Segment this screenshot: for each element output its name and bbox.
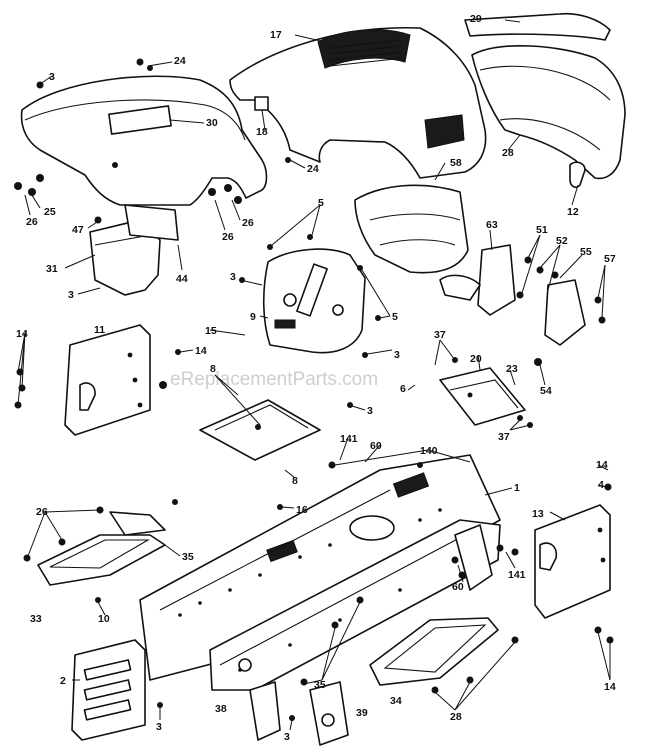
label-26-c: 26	[242, 217, 254, 229]
part-140-bracket	[454, 524, 493, 591]
label-14-b: 14	[195, 345, 207, 357]
part-heat-shield	[354, 184, 469, 274]
label-9: 9	[250, 311, 256, 323]
label-17: 17	[270, 29, 282, 41]
label-33: 33	[30, 613, 42, 625]
label-37-b: 37	[498, 431, 510, 443]
label-12: 12	[567, 206, 579, 218]
label-141-b: 141	[508, 569, 526, 581]
label-39: 39	[356, 707, 368, 719]
part-grille-shell	[464, 12, 626, 180]
watermark: eReplacementParts.com	[170, 369, 378, 390]
label-26-b: 26	[222, 231, 234, 243]
label-11: 11	[94, 324, 105, 336]
label-28: 28	[502, 147, 514, 159]
label-58: 58	[450, 157, 462, 169]
label-3-c: 3	[230, 271, 236, 283]
label-34: 34	[390, 695, 402, 707]
label-26-d: 26	[36, 506, 48, 518]
label-10: 10	[98, 613, 110, 625]
part-12-bracket	[569, 161, 586, 188]
label-5: 5	[318, 197, 324, 209]
label-30: 30	[206, 117, 218, 129]
label-60: 60	[370, 440, 382, 452]
part-38-bracket	[249, 681, 281, 741]
label-63: 63	[486, 219, 498, 231]
label-8-b: 8	[292, 475, 298, 487]
label-28-b: 28	[450, 711, 462, 723]
label-14-d: 14	[604, 681, 616, 693]
label-24: 24	[174, 55, 186, 67]
label-18: 18	[256, 126, 268, 138]
label-29: 29	[470, 13, 482, 25]
label-35: 35	[182, 551, 194, 563]
label-1: 1	[514, 482, 520, 494]
part-63-lever	[439, 274, 481, 301]
label-37: 37	[434, 329, 446, 341]
label-51: 51	[536, 224, 548, 236]
label-54: 54	[540, 385, 552, 397]
label-52: 52	[556, 235, 568, 247]
label-14: 14	[16, 328, 28, 340]
part-dash-panel	[262, 248, 366, 354]
part-hood	[229, 26, 487, 179]
part-main-frame	[139, 454, 501, 691]
label-141: 141	[340, 433, 358, 445]
label-24-b: 24	[307, 163, 319, 175]
label-25: 25	[44, 206, 56, 218]
part-55-bracket	[544, 279, 586, 346]
label-4: 4	[598, 479, 604, 491]
part-right-side-panel	[534, 504, 611, 619]
leader-lines	[17, 19, 611, 731]
label-140: 140	[420, 445, 438, 457]
label-3-g: 3	[284, 731, 290, 743]
label-57: 57	[604, 253, 616, 265]
label-3-e: 3	[367, 405, 373, 417]
label-3-f: 3	[156, 721, 162, 733]
label-14-c: 14	[596, 459, 608, 471]
part-dash-cover	[20, 75, 268, 206]
callout-labels: 3 24 30 17 18 29 28 12 24 58 26 25 26 26…	[16, 13, 616, 743]
label-3: 3	[49, 71, 55, 83]
part-left-side-panel	[64, 324, 151, 436]
label-2: 2	[60, 675, 66, 687]
label-60-b: 60	[452, 581, 464, 593]
part-20-bracket	[439, 367, 526, 426]
label-44: 44	[176, 273, 188, 285]
label-35-b: 35	[314, 679, 326, 691]
label-15: 15	[205, 325, 217, 337]
label-55: 55	[580, 246, 592, 258]
label-26: 26	[26, 216, 38, 228]
part-front-panel	[71, 639, 146, 741]
label-23: 23	[506, 363, 518, 375]
label-3-d: 3	[394, 349, 400, 361]
part-right-footrest	[369, 617, 499, 686]
label-6: 6	[400, 383, 406, 395]
label-31: 31	[46, 263, 58, 275]
label-3-b: 3	[68, 289, 74, 301]
label-8: 8	[210, 363, 216, 375]
frame-holes	[178, 508, 442, 672]
label-47: 47	[72, 224, 84, 236]
part-floor-plate	[199, 399, 321, 461]
hardware-fasteners	[14, 58, 614, 721]
part-left-footrest	[37, 511, 166, 586]
hood-grille-slots	[329, 39, 405, 67]
part-steering-support	[89, 204, 179, 296]
label-20: 20	[470, 353, 482, 365]
label-13: 13	[532, 508, 544, 520]
label-5-b: 5	[392, 311, 398, 323]
part-63-bracket	[477, 244, 516, 316]
label-38: 38	[215, 703, 227, 715]
label-16: 16	[296, 504, 308, 516]
